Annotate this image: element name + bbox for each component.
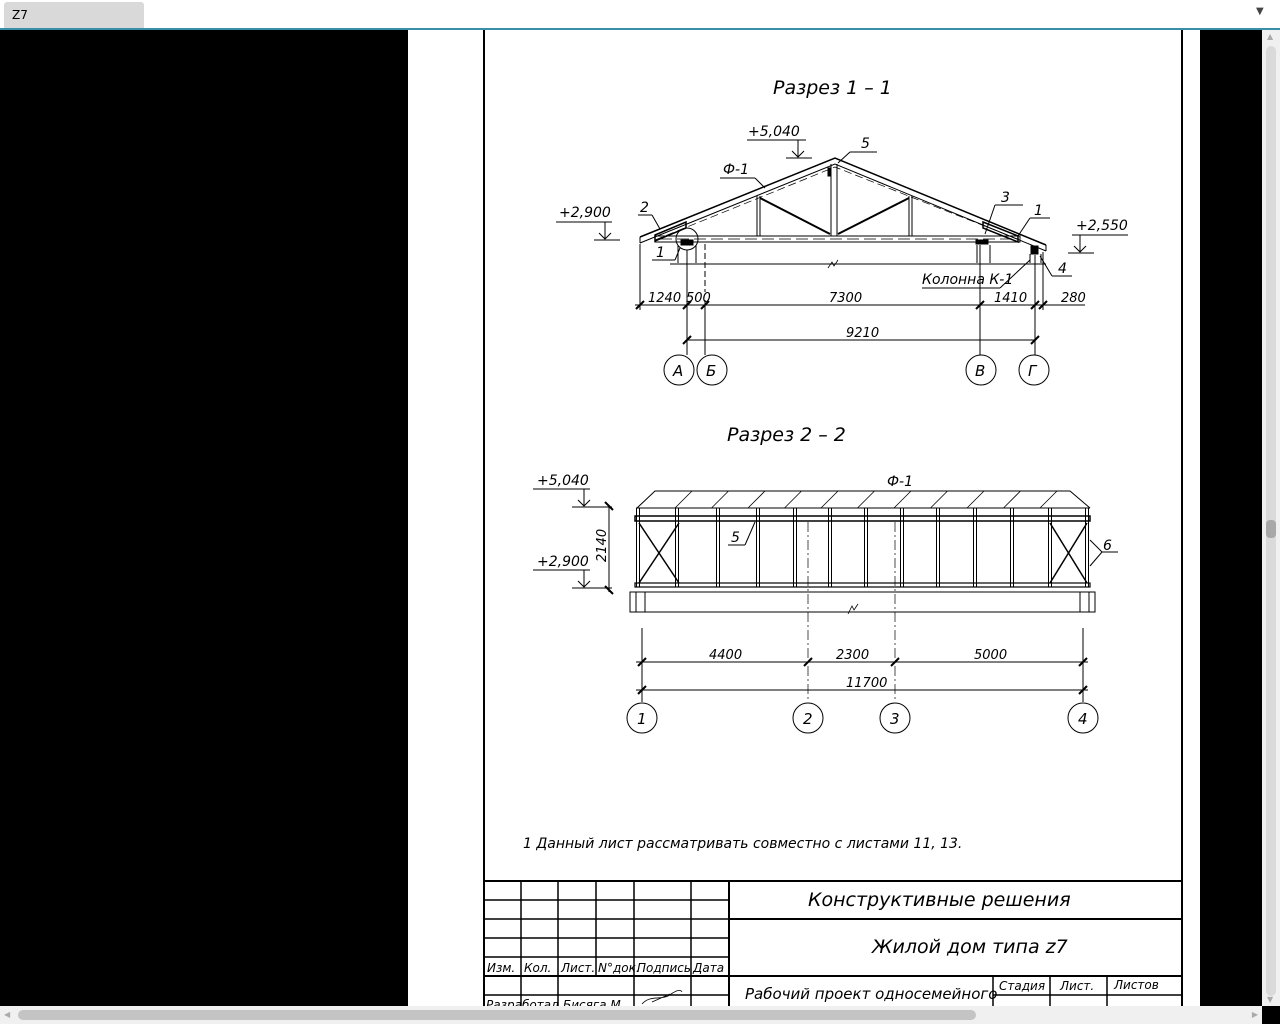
truss-mark-1: Ф-1: [723, 162, 749, 178]
callout-1-right: 1: [1034, 203, 1043, 219]
roof-slope-line: [1003, 490, 1021, 509]
rafter-post: [1048, 507, 1052, 588]
axis-1: 1: [637, 710, 647, 728]
signature: [641, 989, 683, 1005]
section-2-2: Разрез 2 – 2 Ф-1 +5,040 +2,900 2140 5 6 …: [533, 424, 1118, 734]
scroll-position-marker: [1266, 520, 1276, 538]
header-podpis: Подпись: [637, 961, 691, 975]
roof-slope-line: [930, 490, 948, 509]
axis-A: А: [672, 362, 683, 380]
roof-slope-line: [1039, 490, 1058, 509]
role-label: Разработал: [486, 998, 559, 1006]
dim-5000: 5000: [974, 648, 1007, 663]
roof-slope-line: [966, 490, 985, 509]
rafter-post: [675, 507, 679, 588]
scrollbar-corner: [1262, 1006, 1280, 1024]
rafter-post: [716, 507, 720, 588]
tab-bar: Z7 ▼: [0, 0, 1280, 30]
header-izm: Изм.: [487, 961, 515, 975]
elevation-right-1: +2,550: [1076, 218, 1128, 234]
project-title: Жилой дом типа z7: [871, 936, 1068, 958]
dim-1240: 1240: [648, 291, 681, 306]
rafter-post: [900, 507, 904, 588]
dim-7300: 7300: [829, 291, 862, 306]
column-label: Колонна К-1: [922, 272, 1013, 288]
scroll-left-arrow-icon[interactable]: ◀: [4, 1010, 11, 1019]
axis-B: Б: [706, 362, 716, 380]
axis-2: 2: [803, 710, 813, 728]
callout-4: 4: [1058, 261, 1067, 277]
roof-slope-line: [784, 490, 802, 509]
callout-1-left: 1: [656, 245, 665, 261]
elevation-left-1: +2,900: [559, 205, 611, 221]
dim-2300: 2300: [836, 648, 869, 663]
section-1-1: Разрез 1 – 1: [556, 77, 1128, 386]
rafter-post: [828, 507, 832, 588]
rafter-post: [756, 507, 760, 588]
horizontal-scrollbar[interactable]: ◀ ▶: [0, 1006, 1262, 1024]
roof-slope-line: [711, 490, 729, 509]
dim-2140: 2140: [595, 529, 610, 562]
rafter-post: [936, 507, 940, 588]
axis-G: Г: [1028, 362, 1038, 380]
elevation-top-2: +5,040: [537, 473, 589, 489]
vertical-scrollbar[interactable]: ▲ ▼: [1262, 30, 1280, 1006]
scroll-down-arrow-icon[interactable]: ▼: [1267, 995, 1274, 1004]
tab-label: Z7: [12, 8, 28, 22]
truss-mark-2: Ф-1: [887, 474, 913, 490]
dim-500: 500: [686, 291, 711, 306]
roof-slope-line: [747, 490, 766, 509]
header-stadia: Стадия: [999, 979, 1045, 993]
drawing-sheet: [408, 30, 1200, 1006]
header-sheet: Лист.: [1059, 979, 1094, 993]
rafter-post: [793, 507, 797, 588]
dim-4400: 4400: [709, 648, 742, 663]
callout-2: 2: [640, 200, 649, 216]
dim-9210: 9210: [846, 326, 879, 341]
horizontal-scroll-thumb[interactable]: [18, 1010, 976, 1020]
tab-list-menu-icon[interactable]: ▼: [1256, 6, 1264, 17]
elevation-bottom-2: +2,900: [537, 554, 589, 570]
header-data: Дата: [692, 961, 724, 975]
callout-6: 6: [1103, 538, 1112, 554]
scroll-up-arrow-icon[interactable]: ▲: [1267, 32, 1274, 41]
elevation-top-1: +5,040: [748, 124, 800, 140]
roof-slope-line: [674, 490, 693, 509]
author-name: Бисяга М.: [563, 998, 625, 1006]
header-kol: Кол.: [524, 961, 551, 975]
header-ndok: N°док.: [598, 961, 640, 975]
sheet-title: Конструктивные решения: [808, 889, 1071, 911]
rafter-post: [973, 507, 977, 588]
tab-z7[interactable]: Z7: [4, 2, 144, 28]
roof-slope-line: [857, 490, 875, 509]
rafter-post: [1010, 507, 1014, 588]
callout-3: 3: [1001, 190, 1010, 206]
section-1-title: Разрез 1 – 1: [773, 77, 892, 99]
roof-slope-line: [893, 490, 912, 509]
rafter-post: [864, 507, 868, 588]
dim-11700: 11700: [846, 676, 887, 691]
dim-280: 280: [1061, 291, 1086, 306]
scroll-right-arrow-icon[interactable]: ▶: [1251, 1010, 1258, 1019]
rafter-post: [1085, 507, 1089, 588]
header-list: Лист.: [560, 961, 595, 975]
project-description: Рабочий проект односемейного: [745, 985, 997, 1003]
roof-slope-line: [820, 490, 839, 509]
sheet-note: 1 Данный лист рассматривать совместно с …: [523, 836, 962, 852]
axis-3: 3: [890, 710, 900, 728]
section-2-title: Разрез 2 – 2: [727, 424, 846, 446]
callout-5-s2: 5: [731, 530, 740, 546]
rafter-post: [636, 507, 640, 588]
document-viewport: [0, 30, 1262, 1006]
header-sheets: Листов: [1113, 978, 1159, 992]
title-block: Конструктивные решения Жилой дом типа z7…: [484, 880, 1182, 1006]
dim-1410: 1410: [994, 291, 1027, 306]
callout-5: 5: [861, 136, 870, 152]
axis-4: 4: [1078, 710, 1088, 728]
axis-V: В: [975, 362, 985, 380]
drawing-canvas: Разрез 1 – 1: [483, 30, 1183, 1006]
